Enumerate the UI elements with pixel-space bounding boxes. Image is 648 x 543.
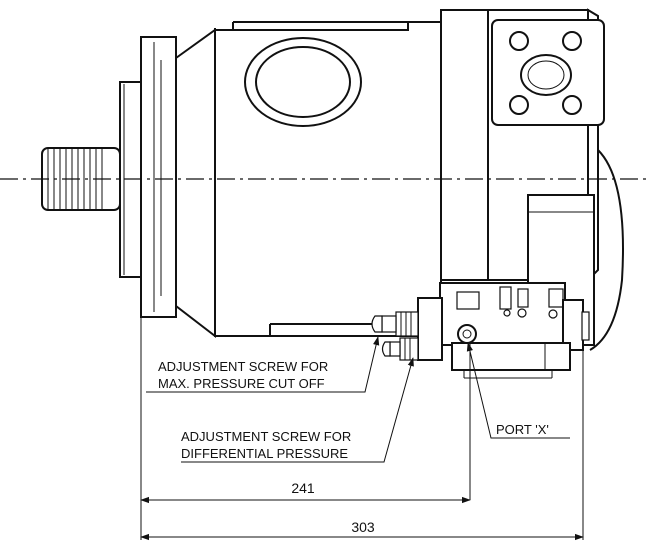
adjustment-screw-differential: [381, 337, 419, 361]
flange-bolt: [562, 95, 582, 115]
flange-bolt: [509, 95, 529, 115]
label-adj-max-line1: ADJUSTMENT SCREW FOR: [158, 359, 328, 374]
label-adj-diff-line2: DIFFERENTIAL PRESSURE: [181, 446, 348, 461]
flange-bolt: [562, 31, 582, 51]
flange-bolt: [509, 31, 529, 51]
port-x-fitting: [457, 324, 477, 344]
housing-taper: [175, 28, 216, 339]
housing-bulge: [589, 149, 624, 351]
controller-side-block: [417, 297, 443, 361]
label-port-x: PORT 'X': [496, 422, 549, 437]
leader-max-pressure: [146, 336, 380, 393]
dimension-303: 303: [351, 519, 375, 535]
end-cover: [440, 9, 489, 281]
mounting-flange: [140, 36, 177, 318]
adjustment-screw-max-pressure: [371, 311, 419, 337]
controller-cap: [456, 291, 480, 310]
label-adj-max-line2: MAX. PRESSURE CUT OFF: [158, 376, 325, 391]
leader-differential: [181, 357, 414, 463]
leader-port-x: [466, 342, 570, 439]
label-adj-diff-line1: ADJUSTMENT SCREW FOR: [181, 429, 351, 444]
dimension-241: 241: [291, 480, 315, 496]
